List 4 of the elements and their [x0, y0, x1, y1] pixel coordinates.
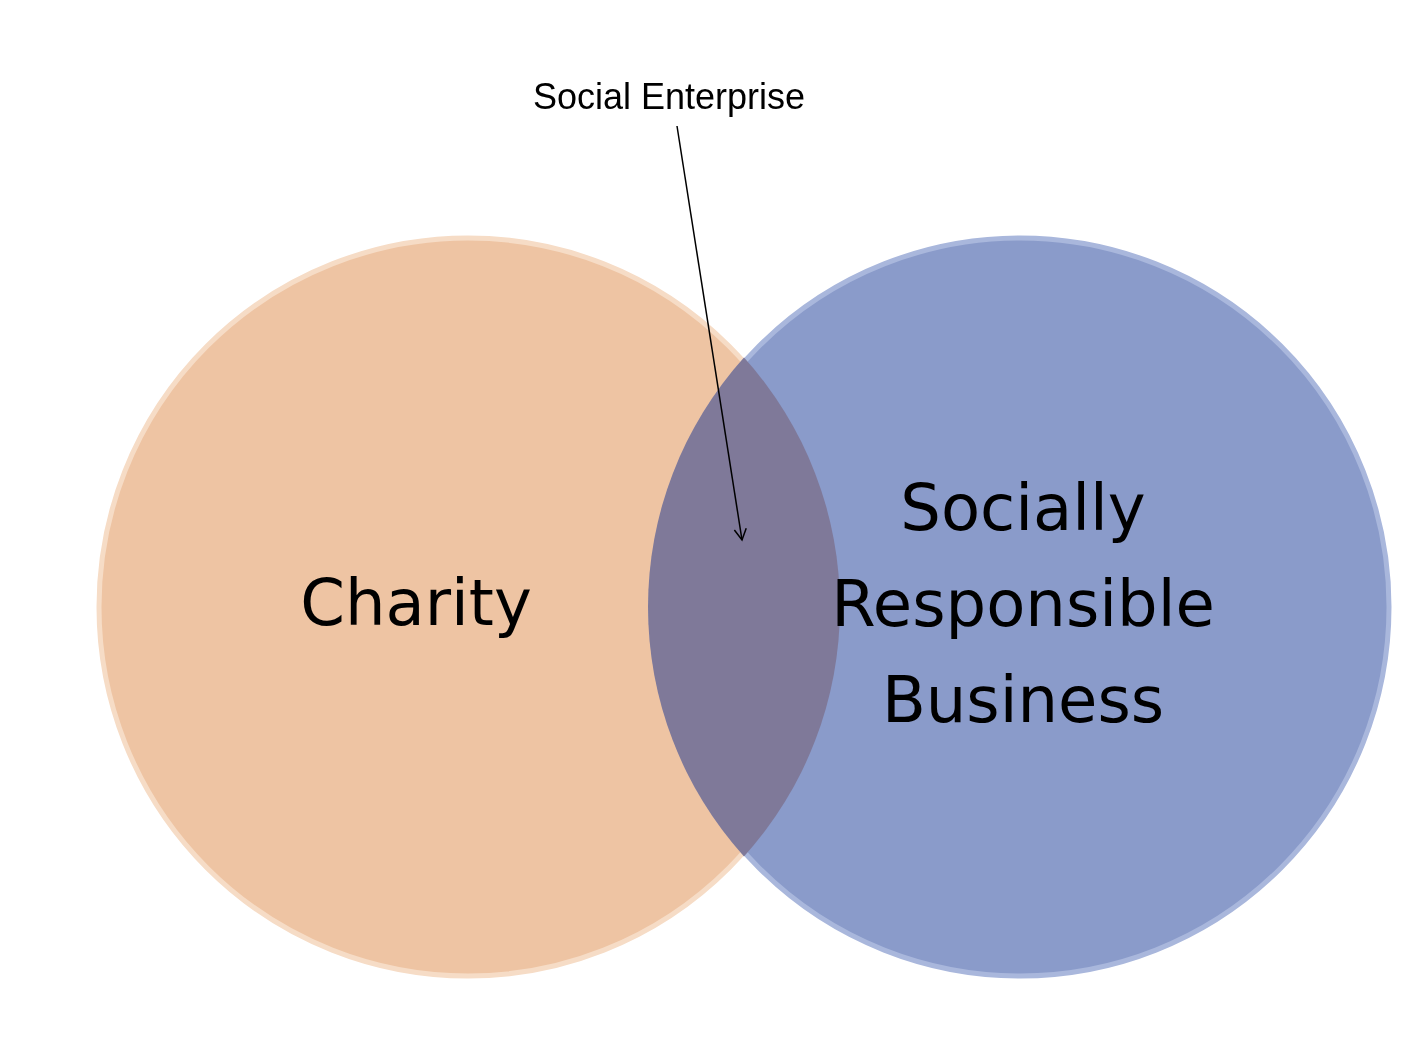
category-label: Socially Responsible Business — [830, 470, 1216, 739]
callout-label: Social Enterprise — [533, 76, 806, 118]
leader-line — [676, 125, 747, 541]
category-label: Charity — [299, 565, 533, 642]
